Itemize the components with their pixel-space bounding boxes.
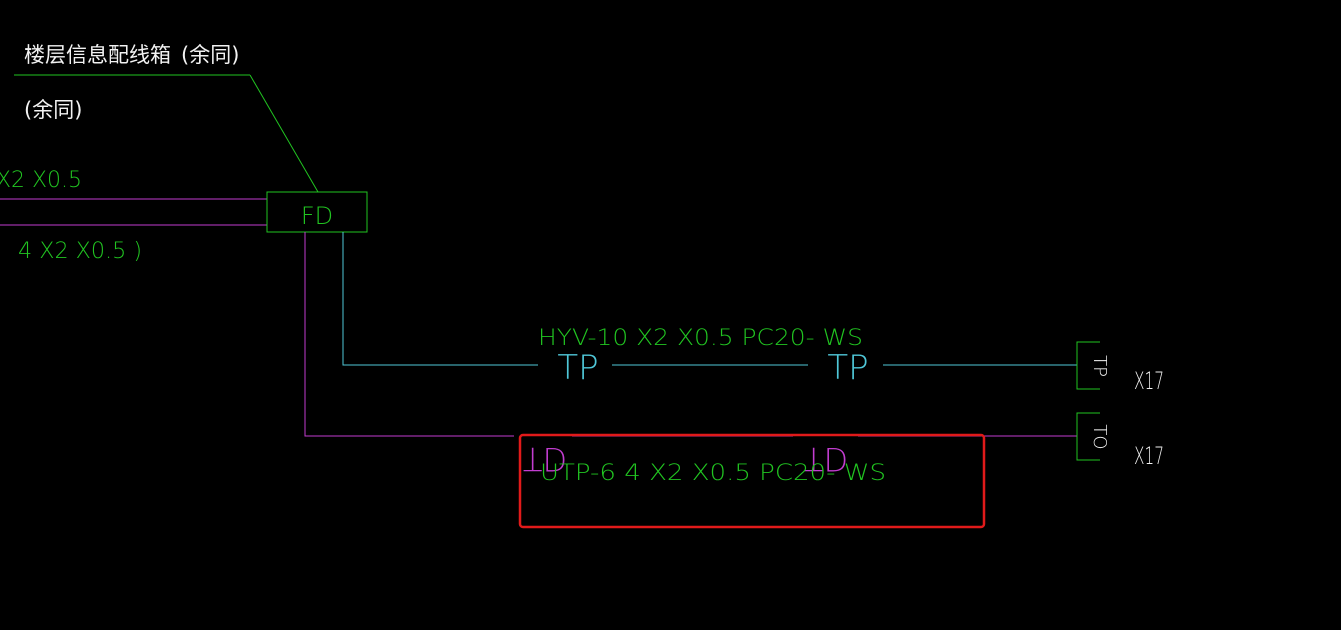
leader-line xyxy=(249,74,319,193)
td-tag-1: TD xyxy=(523,440,567,478)
cable-spec-top-left: X2 X0.5 xyxy=(0,168,82,193)
same-below-label-2: (余同) xyxy=(24,98,82,122)
fd-box[interactable] xyxy=(266,191,368,233)
tp-cable-spec: HYV-10 X2 X0.5 PC20- WS xyxy=(538,326,863,351)
tp-tag-2: TP xyxy=(827,348,868,388)
same-below-label-1: (余同) xyxy=(181,43,239,67)
highlight-box xyxy=(518,433,986,529)
td-cable-route xyxy=(304,232,514,437)
tp-cable-route xyxy=(342,232,538,366)
outlet-to-count: X17 xyxy=(1134,442,1164,470)
outlet-tp-count: X17 xyxy=(1134,367,1164,395)
td-tag-2-group: TD xyxy=(804,440,848,478)
tp-tag-1: TP xyxy=(557,348,598,388)
td-tag-2: TD xyxy=(804,440,848,478)
outlet-tp-bracket xyxy=(1076,341,1100,390)
cable-spec-bottom-left: 4 X2 X0.5 ) xyxy=(18,239,142,264)
outlet-tp-label: TP xyxy=(1089,355,1110,377)
outlet-to-bracket xyxy=(1076,412,1100,461)
floor-box-title: 楼层信息配线箱 xyxy=(24,43,171,67)
fd-box-label: FD xyxy=(301,202,333,230)
outlet-tp-label-group: TP xyxy=(1089,355,1110,377)
outlet-to-label-group: TO xyxy=(1089,424,1110,449)
td-cable-spec: UTP-6 4 X2 X0.5 PC20- WS xyxy=(540,461,886,486)
td-tag-1-group: TD xyxy=(523,440,567,478)
outlet-to-label: TO xyxy=(1089,424,1110,449)
